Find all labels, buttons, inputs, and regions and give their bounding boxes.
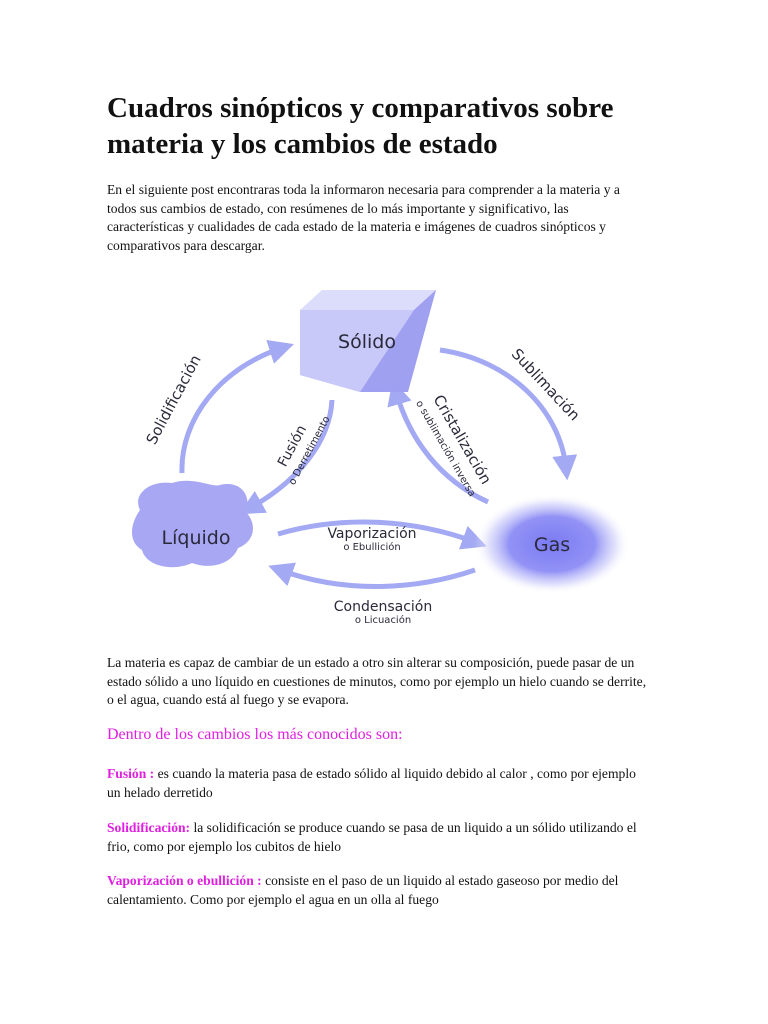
fusion-arrow <box>239 399 335 515</box>
fusion-definition: Fusión : es cuando la materia pasa de es… <box>107 765 647 802</box>
liquid-label: Líquido <box>162 527 231 549</box>
crystallization-arrow <box>387 380 490 505</box>
vaporization-definition: Vaporización o ebullición : consiste en … <box>107 872 647 909</box>
vaporization-alt-label: o Ebullición <box>343 541 400 553</box>
solidification-definition: Solidificación: la solidificación se pro… <box>107 819 647 856</box>
solidification-term: Solidificación: <box>107 820 191 835</box>
known-changes-heading: Dentro de los cambios los más conocidos … <box>107 726 403 743</box>
liquid-blob: Líquido <box>132 480 253 568</box>
page-title: Cuadros sinópticos y comparativos sobre … <box>107 92 614 160</box>
condensation-label: Condensación <box>334 599 433 615</box>
intro-paragraph: En el siguiente post encontraras toda la… <box>107 182 620 253</box>
solidification-label: Solidificación <box>142 352 204 448</box>
gas-glow: Gas <box>474 494 630 594</box>
vaporization-text: consiste en el paso de un liquido al est… <box>107 873 619 907</box>
vaporization-label: Vaporización <box>327 526 416 542</box>
condensation-alt-label: o Licuación <box>355 614 411 626</box>
fusion-term: Fusión : <box>107 766 155 781</box>
solidification-text: la solidificación se produce cuando se p… <box>107 820 637 854</box>
gas-label: Gas <box>534 534 570 556</box>
solid-cube: Sólido <box>300 290 436 392</box>
vaporization-arrow <box>277 519 487 550</box>
fusion-text: es cuando la materia pasa de estado sóli… <box>107 766 636 800</box>
solidification-arrow <box>179 339 294 474</box>
sublimation-arrow <box>439 347 578 481</box>
solid-label: Sólido <box>338 331 396 353</box>
vaporization-term: Vaporización o ebullición : <box>107 873 262 888</box>
condensation-arrow <box>268 562 476 589</box>
states-of-matter-diagram: Sólido Líquido Gas Solidificación Sublim… <box>132 290 630 626</box>
states-change-paragraph: La materia es capaz de cambiar de un est… <box>107 655 647 707</box>
